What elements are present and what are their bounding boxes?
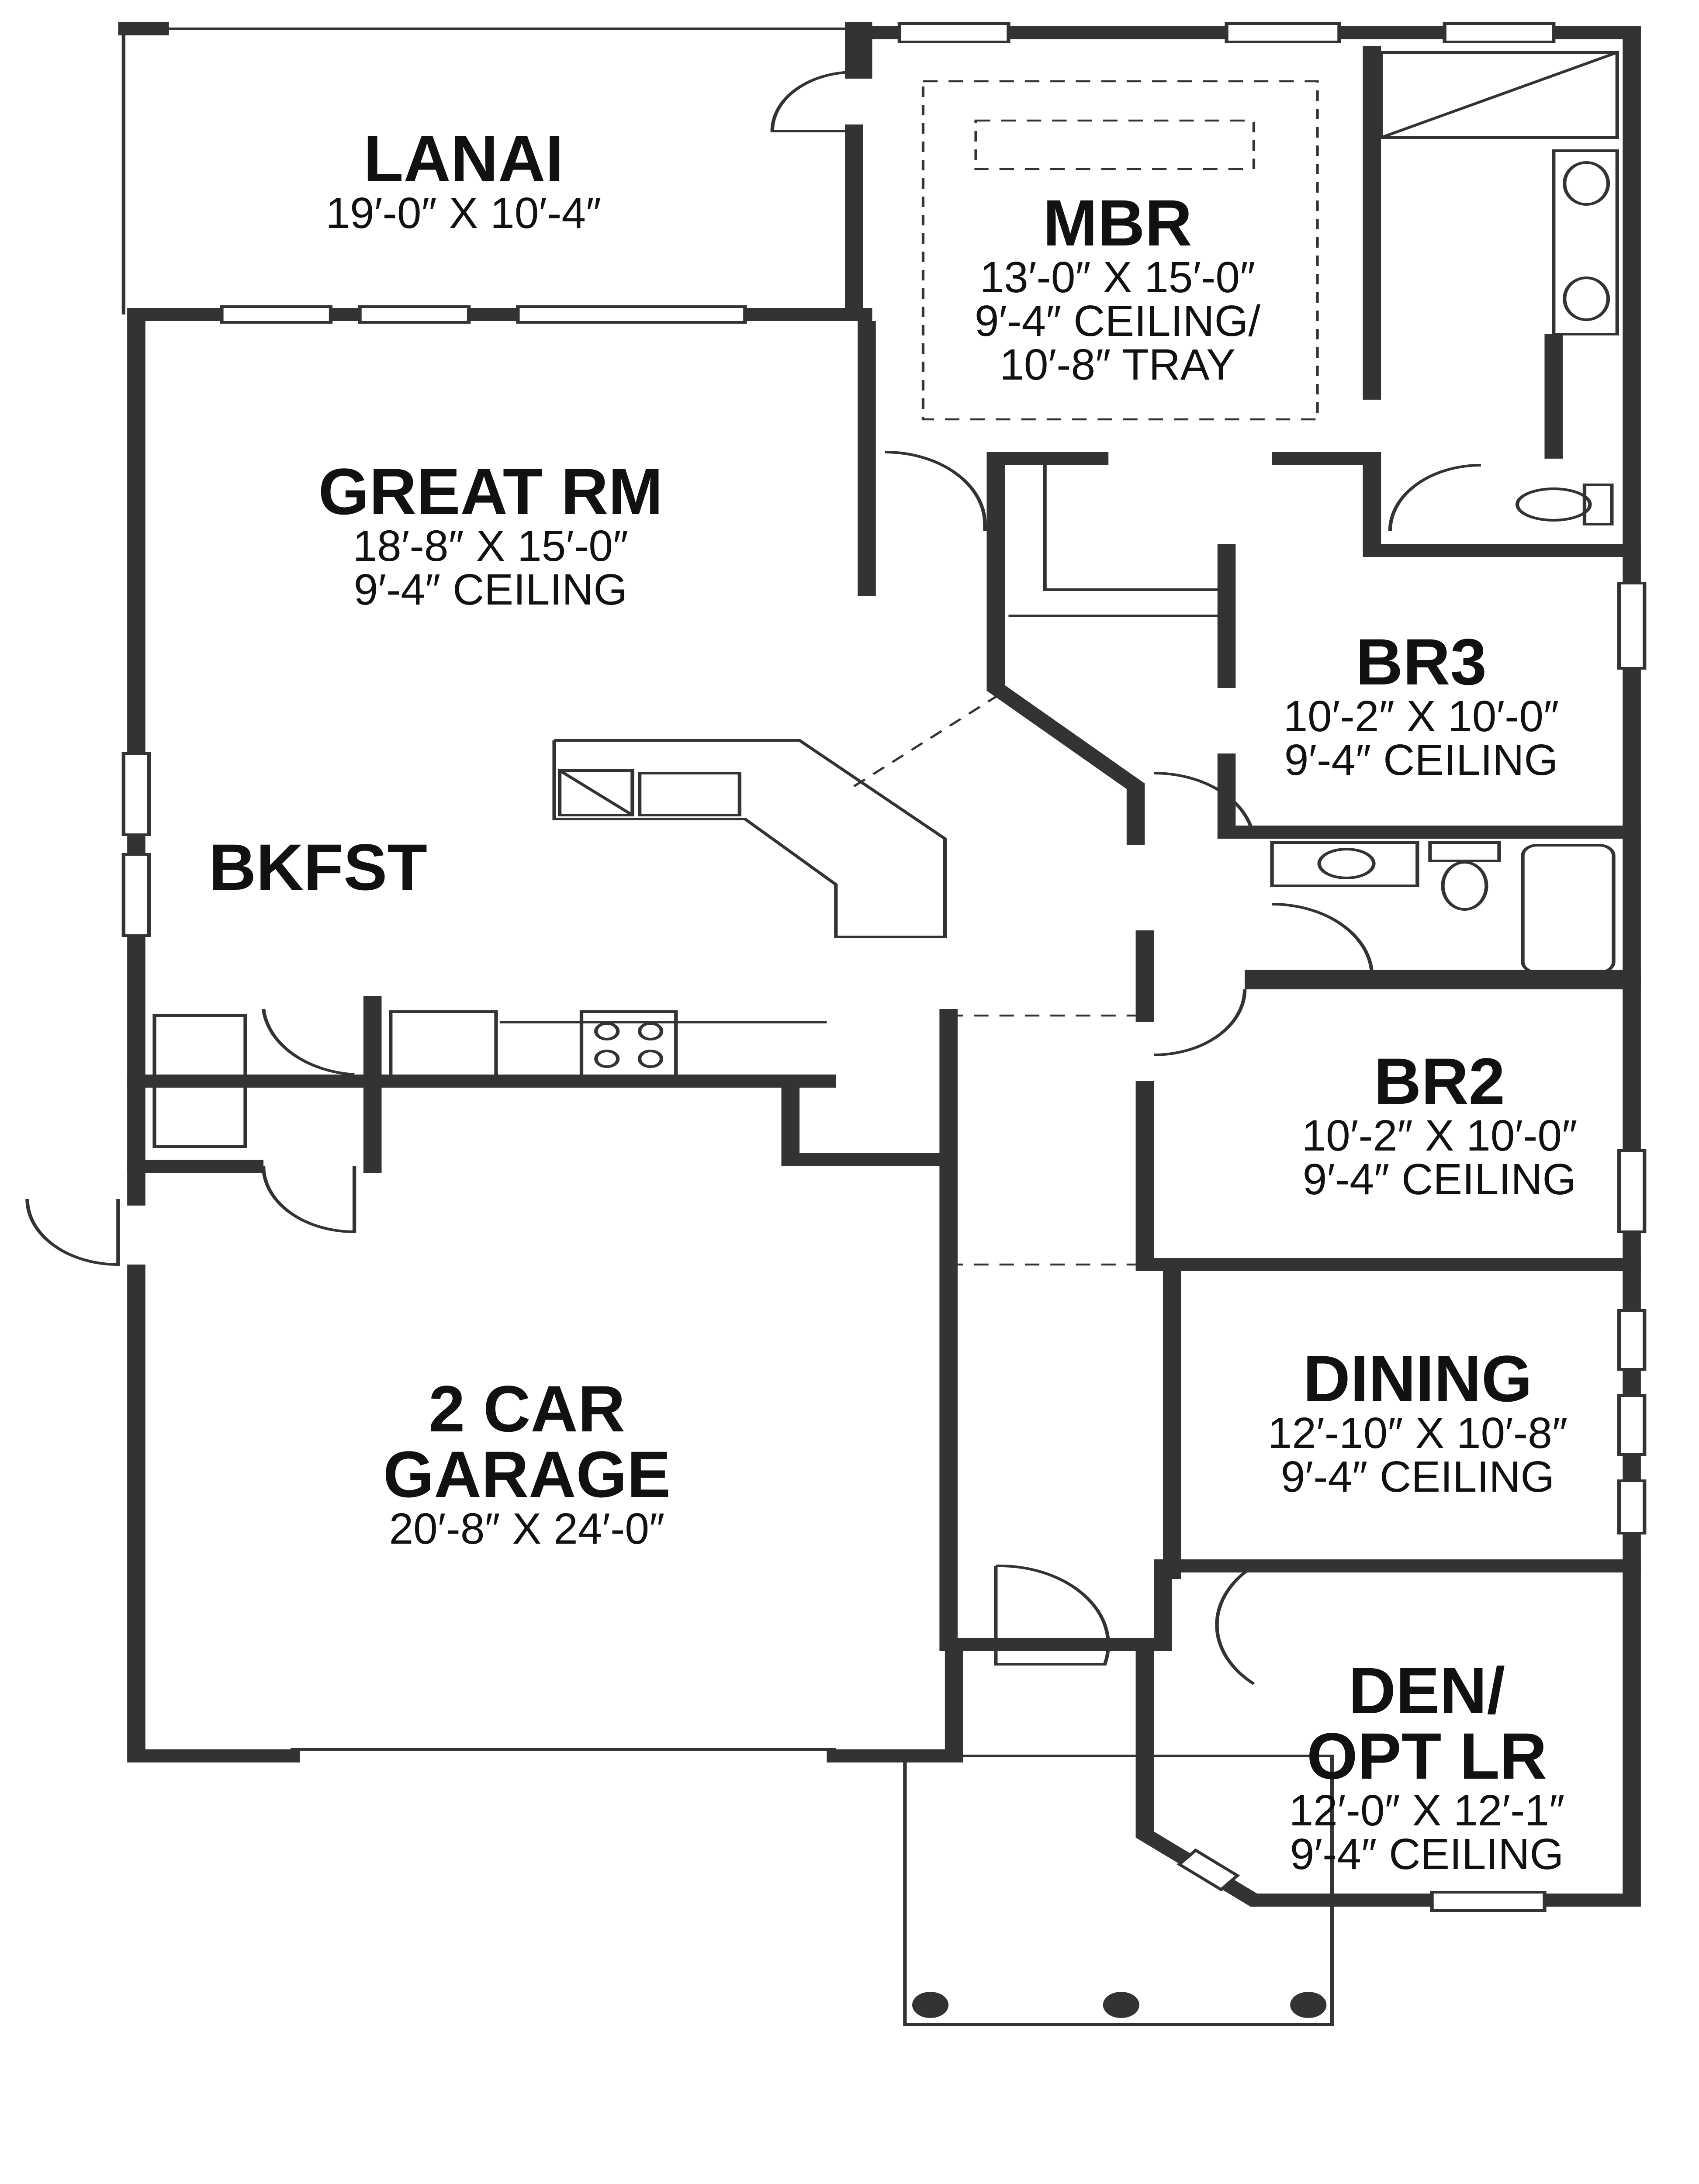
garage-label-line1: 2 CAR xyxy=(428,1372,626,1445)
dining-size: 12′-10″ X 10′-8″ xyxy=(1267,1409,1568,1458)
br3-ceiling: 9′-4″ CEILING xyxy=(1284,736,1558,784)
dining-ceiling: 9′-4″ CEILING xyxy=(1280,1452,1555,1501)
br3-size: 10′-2″ X 10′-0″ xyxy=(1283,692,1559,741)
garage-label-line2: GARAGE xyxy=(383,1438,671,1511)
bkfst-label-group: BKFST xyxy=(209,834,427,900)
great-rm-ceiling: 9′-4″ CEILING xyxy=(353,565,628,614)
dining-label-group: DINING 12′-10″ X 10′-8″ 9′-4″ CEILING xyxy=(1268,1346,1568,1499)
walls xyxy=(118,22,1641,1907)
br2-label-group: BR2 10′-2″ X 10′-0″ 9′-4″ CEILING xyxy=(1302,1048,1578,1201)
br2-size: 10′-2″ X 10′-0″ xyxy=(1301,1111,1578,1160)
windows xyxy=(121,22,1647,1912)
lanai-label-group: LANAI 19′-0″ X 10′-4″ xyxy=(326,126,602,235)
floor-plan xyxy=(25,22,1647,2026)
br3-label: BR3 xyxy=(1355,625,1487,698)
floor-plan-container: LANAI 19′-0″ X 10′-4″ MBR 13′-0″ X 15′-0… xyxy=(25,22,1647,2026)
den-size: 12′-0″ X 12′-1″ xyxy=(1289,1786,1565,1835)
garage-label-group: 2 CAR GARAGE 20′-8″ X 24′-0″ xyxy=(383,1376,671,1551)
br2-label: BR2 xyxy=(1374,1044,1505,1118)
mbr-label-group: MBR 13′-0″ X 15′-0″ 9′-4″ CEILING/ 10′-8… xyxy=(975,190,1260,387)
mbr-size: 13′-0″ X 15′-0″ xyxy=(979,253,1256,302)
den-label-line1: DEN/ xyxy=(1348,1654,1505,1727)
great-rm-label-group: GREAT RM 18′-8″ X 15′-0″ 9′-4″ CEILING xyxy=(318,459,663,612)
lanai-label: LANAI xyxy=(363,122,564,195)
dashed-lines xyxy=(853,80,1319,1266)
br3-label-group: BR3 10′-2″ X 10′-0″ 9′-4″ CEILING xyxy=(1284,629,1559,782)
bkfst-label: BKFST xyxy=(209,830,427,904)
den-ceiling: 9′-4″ CEILING xyxy=(1290,1830,1564,1879)
great-rm-label: GREAT RM xyxy=(318,455,663,528)
lanai-size: 19′-0″ X 10′-4″ xyxy=(325,189,602,238)
garage-size: 20′-8″ X 24′-0″ xyxy=(389,1504,665,1553)
dining-label: DINING xyxy=(1303,1342,1533,1415)
mbr-tray: 10′-8″ TRAY xyxy=(1000,340,1235,389)
mbr-label: MBR xyxy=(1043,186,1192,259)
mbr-ceiling: 9′-4″ CEILING/ xyxy=(974,297,1261,346)
doors xyxy=(25,71,1481,1685)
den-label-group: DEN/ OPT LR 12′-0″ X 12′-1″ 9′-4″ CEILIN… xyxy=(1289,1658,1565,1876)
br2-ceiling: 9′-4″ CEILING xyxy=(1302,1155,1577,1204)
great-rm-size: 18′-8″ X 15′-0″ xyxy=(353,522,629,570)
den-label-line2: OPT LR xyxy=(1307,1719,1547,1793)
thin-lines xyxy=(152,51,1619,2026)
